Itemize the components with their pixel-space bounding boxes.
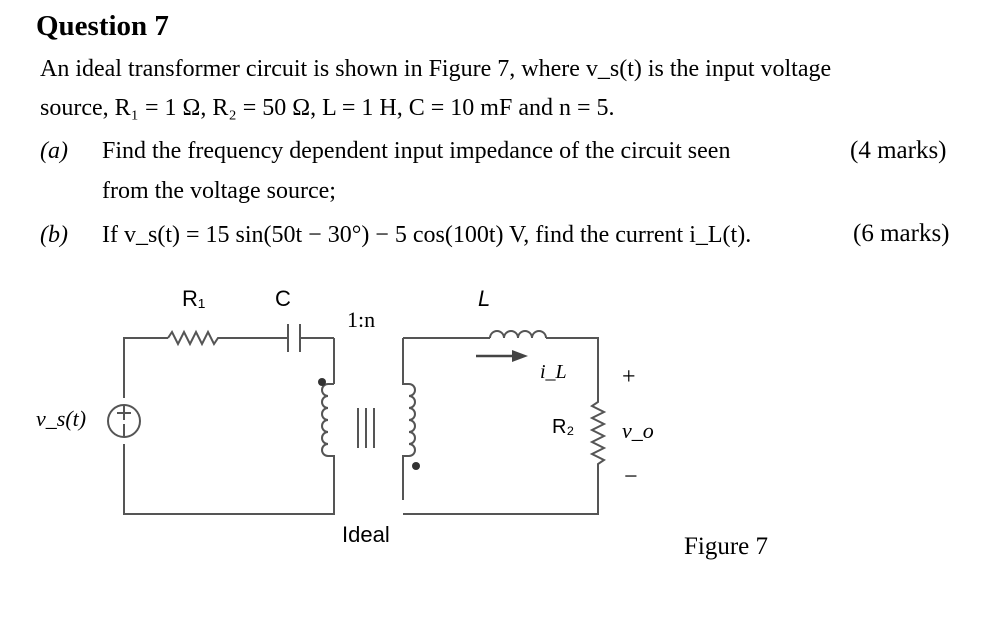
label-plus: + [622,364,636,390]
primary-loop-wires [123,337,335,515]
part-a-marks: (4 marks) [850,137,947,164]
part-a-text-line2: from the voltage source; [102,178,336,204]
part-a-text-line1: Find the frequency dependent input imped… [102,138,731,164]
label-vs: v_s(t) [36,406,86,431]
label-ratio: 1:n [347,307,375,332]
label-il: i_L [540,361,567,383]
question-intro-line2: source, R₁ = 1 Ω, R₂ = 50 Ω, L = 1 H, C … [40,95,615,121]
resistor-r2 [589,398,607,474]
label-l: L [478,286,490,311]
part-a-label: (a) [40,138,68,164]
part-b-label: (b) [40,222,68,248]
label-minus: − [624,464,638,490]
voltage-source [107,404,141,438]
label-r1: R₁ [182,286,205,311]
part-b-marks: (6 marks) [853,220,950,247]
part-b-text: If v_s(t) = 15 sin(50t − 30°) − 5 cos(10… [102,222,752,248]
secondary-loop-wires [403,337,599,515]
transformer-core [357,408,375,448]
capacitor-c [287,324,301,352]
primary-dot [318,378,326,386]
question-title: Question 7 [36,10,169,42]
question-intro-line1: An ideal transformer circuit is shown in… [40,56,832,82]
secondary-coil [402,338,416,500]
label-vo: v_o [622,418,654,443]
inductor-l [489,330,547,339]
label-c: C [275,286,291,311]
label-ideal: Ideal [342,522,390,547]
primary-coil [321,383,335,470]
label-r2: R₂ [552,416,574,438]
resistor-r1 [167,329,222,347]
current-arrow-icon [476,350,528,362]
figure-caption: Figure 7 [684,533,769,560]
secondary-dot [412,462,420,470]
